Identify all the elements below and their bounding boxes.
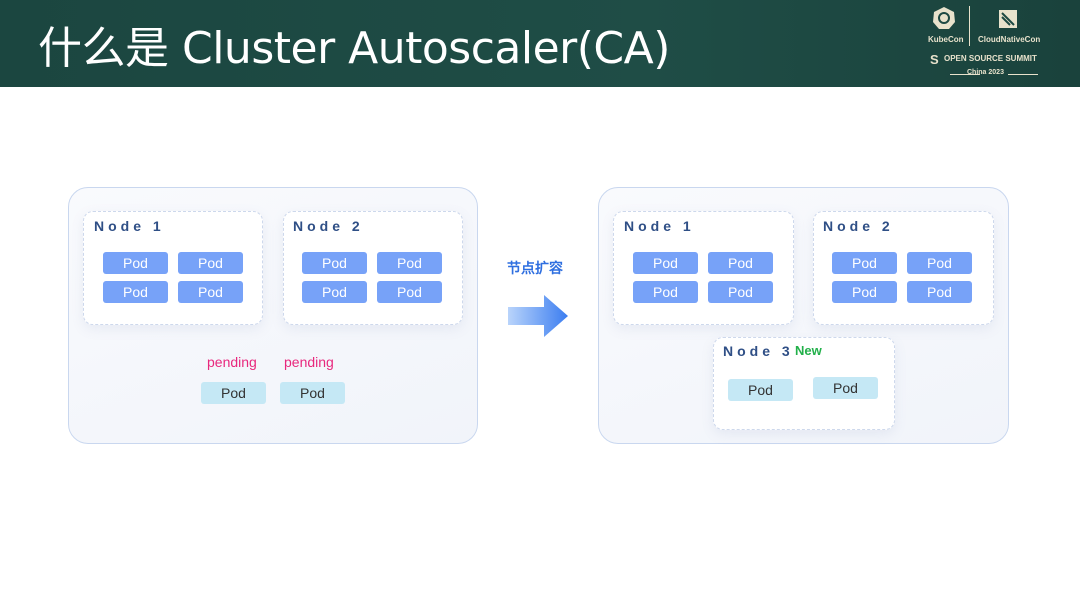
pending-label: pending [284,354,334,370]
pod: Pod [832,252,897,274]
arrow-right-icon [508,295,568,337]
new-badge: New [795,343,822,358]
pod: Pod [708,252,773,274]
pod: Pod [302,281,367,303]
pod: Pod [103,281,168,303]
node-label: Node 1 [94,218,165,234]
pod: Pod [813,377,878,399]
node-label: Node 1 [624,218,695,234]
pod: Pod [633,281,698,303]
pod: Pod [178,252,243,274]
node-label: Node 2 [823,218,894,234]
node-label: Node 2 [293,218,364,234]
page-title: 什么是 Cluster Autoscaler(CA) [38,23,670,74]
pod: Pod [907,252,972,274]
pod: Pod [633,252,698,274]
pending-pod: Pod [280,382,345,404]
pod: Pod [832,281,897,303]
pod: Pod [907,281,972,303]
pending-pod: Pod [201,382,266,404]
pending-label: pending [207,354,257,370]
event-logo: KubeCon CloudNativeCon S OPEN SOURCE SUM… [920,4,1070,84]
scale-out-label: 节点扩容 [507,260,563,276]
pod: Pod [377,281,442,303]
pod: Pod [708,281,773,303]
pod: Pod [728,379,793,401]
kubernetes-icon [933,7,955,29]
node-label: Node 3 [723,343,794,359]
cncf-icon [999,10,1017,28]
header-banner: 什么是 Cluster Autoscaler(CA) KubeCon Cloud… [0,0,1080,87]
pod: Pod [302,252,367,274]
pod: Pod [103,252,168,274]
pod: Pod [178,281,243,303]
pod: Pod [377,252,442,274]
